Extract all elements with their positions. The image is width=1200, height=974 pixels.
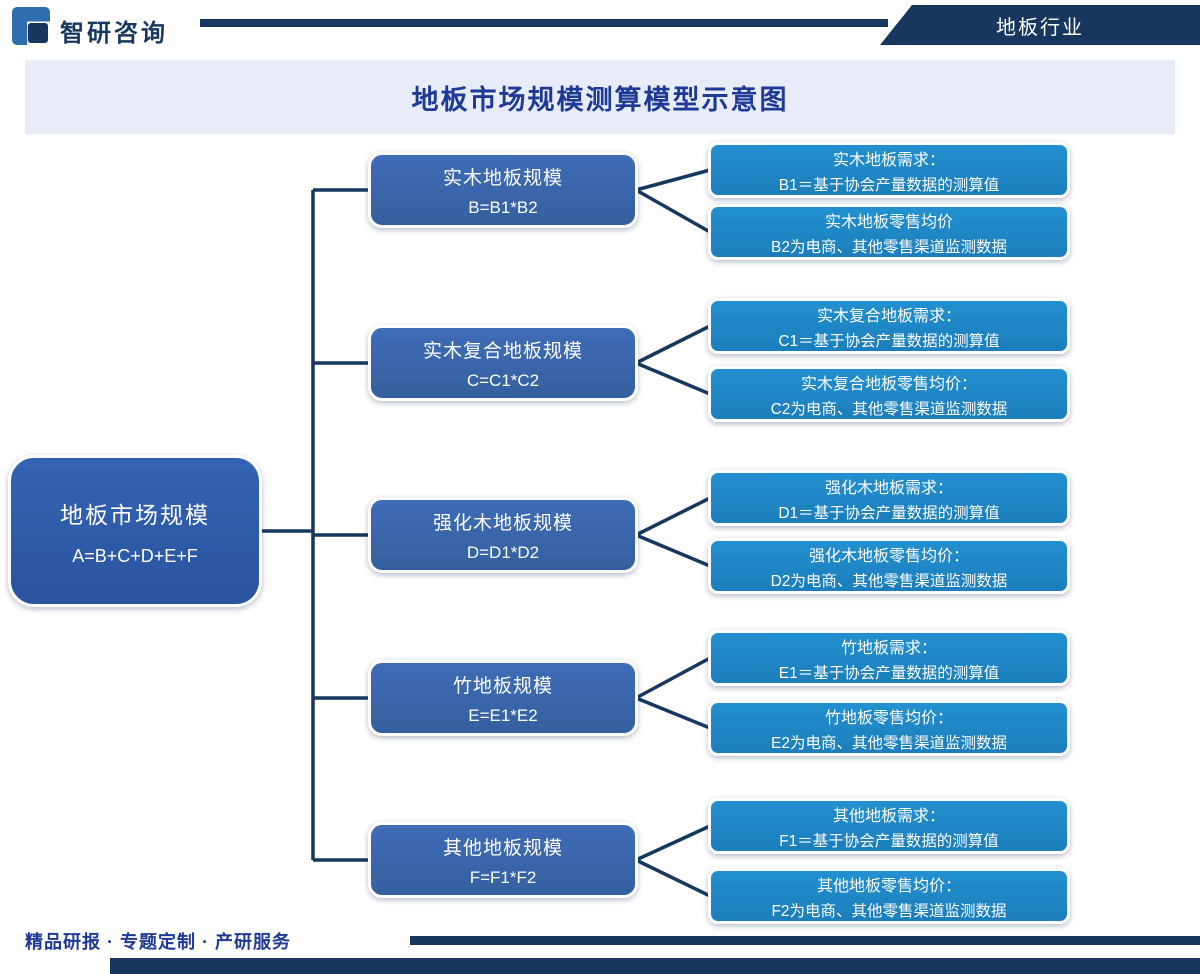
- leaf-detail: B2为电商、其他零售渠道监测数据: [771, 238, 1007, 256]
- root-node-formula: A=B+C+D+E+F: [72, 545, 198, 566]
- leaf-other-demand: 其他地板需求： F1＝基于协会产量数据的测算值: [708, 798, 1070, 854]
- leaf-title: 实木复合地板零售均价：: [800, 375, 977, 393]
- leaf-detail: C1＝基于协会产量数据的测算值: [778, 332, 1000, 350]
- leaf-detail: D1＝基于协会产量数据的测算值: [778, 504, 1000, 522]
- leaf-solid-wood-price: 实木地板零售均价 B2为电商、其他零售渠道监测数据: [708, 204, 1070, 260]
- branch-title: 强化木地板规模: [432, 512, 573, 534]
- leaf-detail: E2为电商、其他零售渠道监测数据: [771, 734, 1007, 752]
- branch-title: 实木复合地板规模: [422, 340, 583, 362]
- leaf-title: 其他地板零售均价：: [816, 877, 961, 895]
- leaf-title: 实木地板零售均价: [824, 213, 953, 231]
- branch-title: 竹地板规模: [452, 675, 553, 697]
- branch-bamboo: 竹地板规模 E=E1*E2: [368, 660, 638, 736]
- brand-name: 智研咨询: [60, 20, 168, 47]
- branch-formula: C=C1*C2: [466, 370, 540, 390]
- brand-logo-icon: [12, 7, 50, 45]
- footer-rule: [410, 936, 1200, 945]
- leaf-detail: E1＝基于协会产量数据的测算值: [778, 664, 1000, 682]
- branch-other: 其他地板规模 F=F1*F2: [368, 822, 638, 898]
- leaf-engineered-wood-price: 实木复合地板零售均价： C2为电商、其他零售渠道监测数据: [708, 366, 1070, 422]
- leaf-bamboo-demand: 竹地板需求： E1＝基于协会产量数据的测算值: [708, 630, 1070, 686]
- branch-laminate: 强化木地板规模 D=D1*D2: [368, 497, 638, 573]
- title-banner: 地板市场规模测算模型示意图: [25, 60, 1175, 134]
- leaf-bamboo-price: 竹地板零售均价： E2为电商、其他零售渠道监测数据: [708, 700, 1070, 756]
- root-node-total-market: 地板市场规模 A=B+C+D+E+F: [8, 455, 262, 607]
- leaf-engineered-wood-demand: 实木复合地板需求： C1＝基于协会产量数据的测算值: [708, 298, 1070, 354]
- leaf-laminate-price: 强化木地板零售均价： D2为电商、其他零售渠道监测数据: [708, 538, 1070, 594]
- footer-tagline: 精品研报 · 专题定制 · 产研服务: [25, 932, 291, 952]
- branch-title: 实木地板规模: [442, 167, 563, 189]
- page-title: 地板市场规模测算模型示意图: [411, 84, 789, 115]
- leaf-solid-wood-demand: 实木地板需求： B1＝基于协会产量数据的测算值: [708, 142, 1070, 198]
- leaf-title: 强化木地板零售均价：: [808, 547, 969, 565]
- leaf-title: 实木复合地板需求：: [816, 307, 961, 325]
- leaf-title: 实木地板需求：: [832, 151, 945, 169]
- branch-formula: D=D1*D2: [466, 542, 540, 562]
- leaf-title: 强化木地板需求：: [824, 479, 953, 497]
- branch-formula: F=F1*F2: [469, 867, 537, 887]
- branch-engineered-wood: 实木复合地板规模 C=C1*C2: [368, 325, 638, 401]
- branch-title: 其他地板规模: [442, 837, 563, 859]
- leaf-detail: F1＝基于协会产量数据的测算值: [779, 832, 999, 850]
- leaf-other-price: 其他地板零售均价： F2为电商、其他零售渠道监测数据: [708, 868, 1070, 924]
- leaf-title: 竹地板需求：: [840, 639, 937, 657]
- leaf-detail: C2为电商、其他零售渠道监测数据: [770, 400, 1008, 418]
- header-rule: [200, 19, 888, 27]
- branch-solid-wood: 实木地板规模 B=B1*B2: [368, 152, 638, 228]
- branch-formula: E=E1*E2: [468, 705, 538, 725]
- leaf-title: 其他地板需求：: [832, 807, 945, 825]
- leaf-detail: D2为电商、其他零售渠道监测数据: [770, 572, 1008, 590]
- branch-formula: B=B1*B2: [468, 197, 538, 217]
- leaf-detail: B1＝基于协会产量数据的测算值: [778, 176, 1000, 194]
- industry-tag: 地板行业: [880, 5, 1200, 45]
- footer-bar: [110, 958, 1200, 974]
- leaf-laminate-demand: 强化木地板需求： D1＝基于协会产量数据的测算值: [708, 470, 1070, 526]
- root-node-title: 地板市场规模: [60, 501, 210, 528]
- leaf-title: 竹地板零售均价：: [824, 709, 953, 727]
- leaf-detail: F2为电商、其他零售渠道监测数据: [771, 902, 1007, 920]
